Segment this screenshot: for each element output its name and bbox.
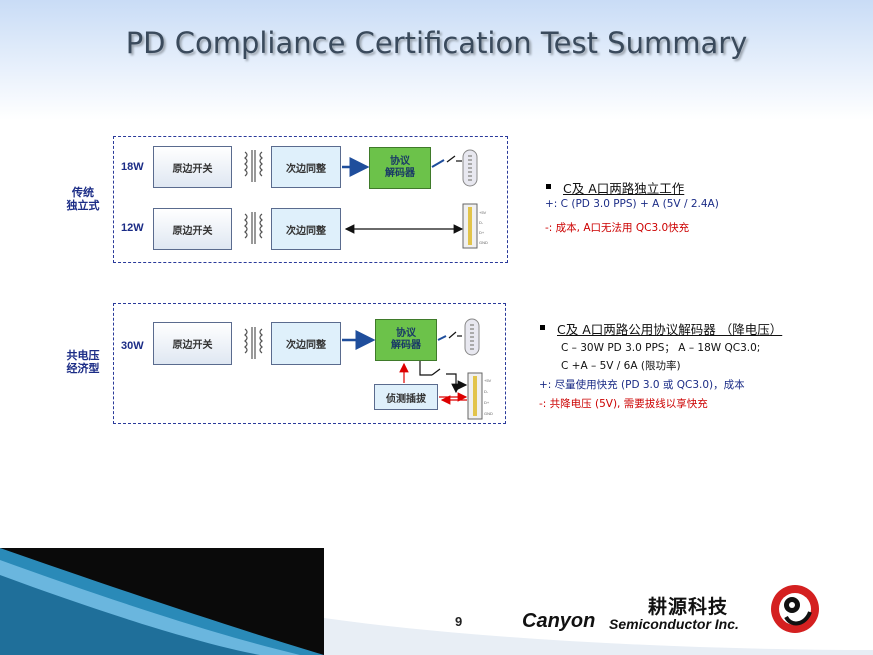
svg-text:D-: D- (479, 220, 484, 225)
note1-minus: -: 成本, A口无法用 QC3.0快充 (545, 222, 690, 234)
usb-a-port-icon: +5V D- D+ GND (462, 203, 488, 249)
company-name-canyon: Canyon (522, 610, 596, 632)
usb-c-port-icon (462, 149, 478, 187)
svg-text:+5V: +5V (484, 378, 492, 383)
svg-text:+5V: +5V (479, 210, 487, 215)
secondary-rectifier-block: 次边同整 (271, 146, 341, 188)
primary-switch-block-3: 原边开关 (153, 322, 232, 365)
svg-text:GND: GND (479, 240, 488, 245)
primary-switch-block-2: 原边开关 (153, 208, 232, 250)
svg-text:GND: GND (484, 411, 493, 416)
transformer-icon-2 (244, 212, 263, 244)
transformer-icon (244, 150, 263, 182)
note2-heading: C及 A口两路公用协议解码器 （降电压） (557, 322, 783, 337)
footer-decoration-swoosh (0, 548, 873, 655)
header-gradient (0, 0, 873, 120)
usb-a-port-icon-2: +5V D- D+ GND (467, 372, 493, 420)
usb-c-port-icon-2 (464, 318, 480, 356)
note2-plus: +: 尽量使用快充 (PD 3.0 或 QC3.0)，成本 (539, 379, 745, 391)
diagram-traditional-box (113, 136, 508, 263)
transformer-icon-3 (244, 327, 263, 359)
watt-label-12w: 12W (121, 222, 144, 234)
slide-title: PD Compliance Certification Test Summary (125, 26, 748, 60)
section-label-traditional: 传统 独立式 (66, 186, 100, 212)
note2-minus: -: 共降电压 (5V), 需要拔线以享快充 (539, 398, 708, 410)
secondary-rectifier-block-3: 次边同整 (271, 322, 341, 365)
note1-plus: +: C (PD 3.0 PPS) + A (5V / 2.4A) (545, 198, 719, 210)
note2-line1: C – 30W PD 3.0 PPS； A – 18W QC3.0; (561, 342, 761, 354)
protocol-decoder-block: 协议 解码器 (369, 147, 431, 189)
secondary-rectifier-block-2: 次边同整 (271, 208, 341, 250)
section-label-shared: 共电压 经济型 (66, 349, 100, 375)
svg-text:D+: D+ (484, 400, 490, 405)
watt-label-18w: 18W (121, 161, 144, 173)
svg-text:D+: D+ (479, 230, 485, 235)
note1-heading: C及 A口两路独立工作 (563, 181, 685, 196)
note2-line2: C +A – 5V / 6A (限功率) (561, 360, 681, 372)
watt-label-30w: 30W (121, 340, 144, 352)
bullet-icon (546, 184, 551, 189)
bullet-icon-2 (540, 325, 545, 330)
plug-detect-block: 侦测插拔 (374, 384, 438, 410)
page-number: 9 (455, 614, 463, 629)
canyon-logo-icon (771, 585, 819, 633)
diagram-shared-box (113, 303, 506, 424)
company-name-semiconductor: Semiconductor Inc. (609, 616, 739, 632)
protocol-decoder-block-2: 协议 解码器 (375, 319, 437, 361)
company-name-chinese: 耕源科技 (648, 596, 729, 618)
svg-text:D-: D- (484, 389, 489, 394)
primary-switch-block: 原边开关 (153, 146, 232, 188)
